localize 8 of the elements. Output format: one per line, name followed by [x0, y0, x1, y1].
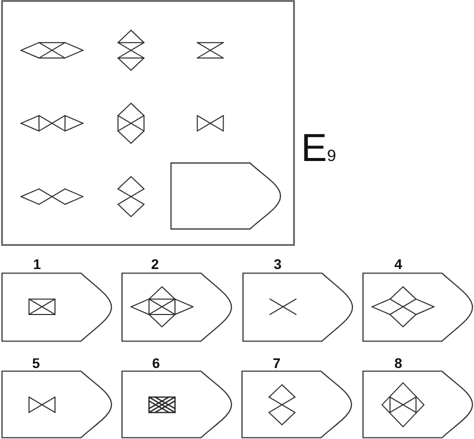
option-number: 8	[394, 356, 402, 370]
option-number: 5	[32, 356, 40, 370]
option-number: 6	[152, 356, 160, 370]
option-number: 1	[33, 256, 41, 270]
option-number: 7	[272, 356, 281, 370]
option-number: 4	[394, 256, 402, 270]
option-number: 2	[151, 256, 159, 270]
option-number: 3	[274, 256, 282, 270]
